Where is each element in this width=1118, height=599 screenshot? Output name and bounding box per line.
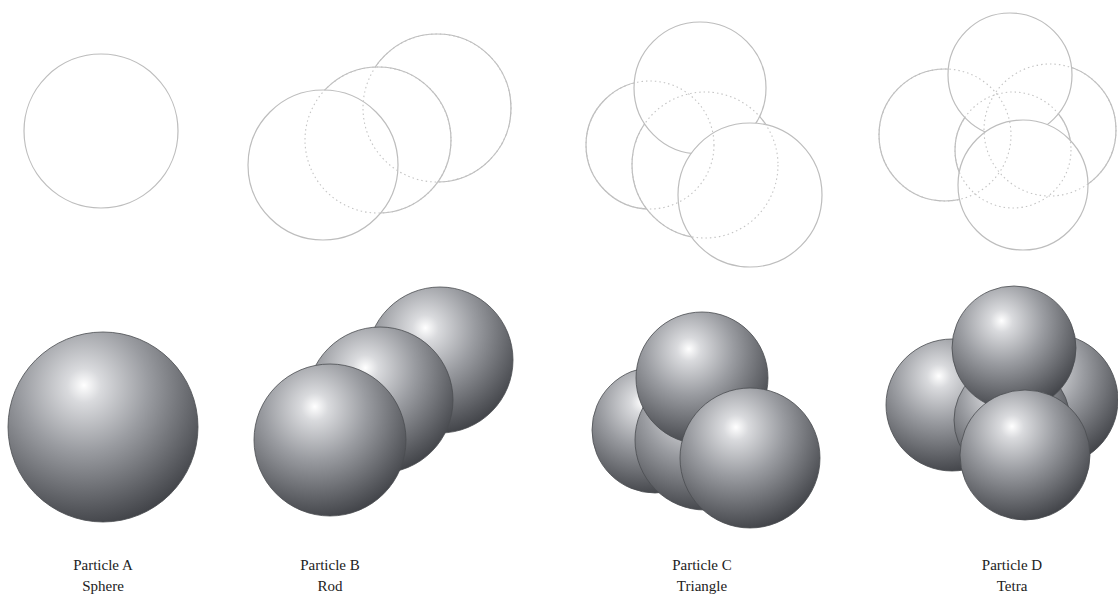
shape-name: Triangle <box>677 576 727 596</box>
particle-name: Particle C <box>672 555 732 575</box>
shape-name: Sphere <box>82 576 124 596</box>
hidden-edges <box>305 34 1116 238</box>
outline-sketches <box>24 13 1116 267</box>
shape-name: Tetra <box>997 576 1028 596</box>
particle-name: Particle D <box>982 555 1042 575</box>
shape-name: Rod <box>317 576 342 596</box>
particle-name: Particle B <box>300 555 360 575</box>
shaded-particles <box>8 286 1118 528</box>
particle-name: Particle A <box>73 555 133 575</box>
